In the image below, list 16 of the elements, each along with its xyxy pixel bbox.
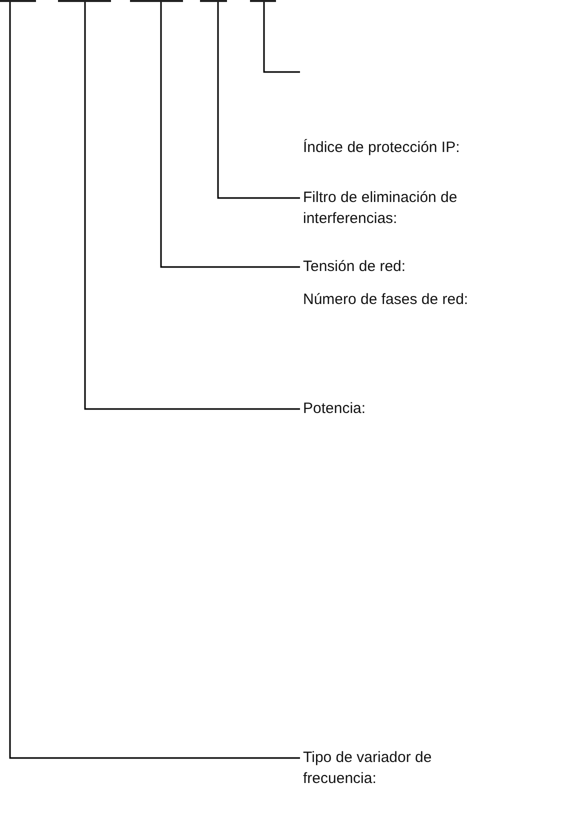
leader-line [160,2,300,268]
field-description: Tensión de red: [300,256,553,277]
leader-line [263,2,300,73]
field-description: Número de fases de red: [303,290,468,310]
field-description: Potencia: [300,398,553,419]
code-field-underline [0,0,36,2]
code-field-underline [58,0,111,2]
leader-line [84,2,300,410]
leader-line [217,2,300,199]
field-description: Tipo de variador de frecuencia: [300,747,493,789]
code-field-underline [250,0,276,2]
code-field-underline [130,0,183,2]
leader-line [9,2,300,759]
field-description: Filtro de eliminación de interferencias: [300,187,553,229]
code-field-underline [200,0,227,2]
field-description: Índice de protección IP: [303,138,460,158]
